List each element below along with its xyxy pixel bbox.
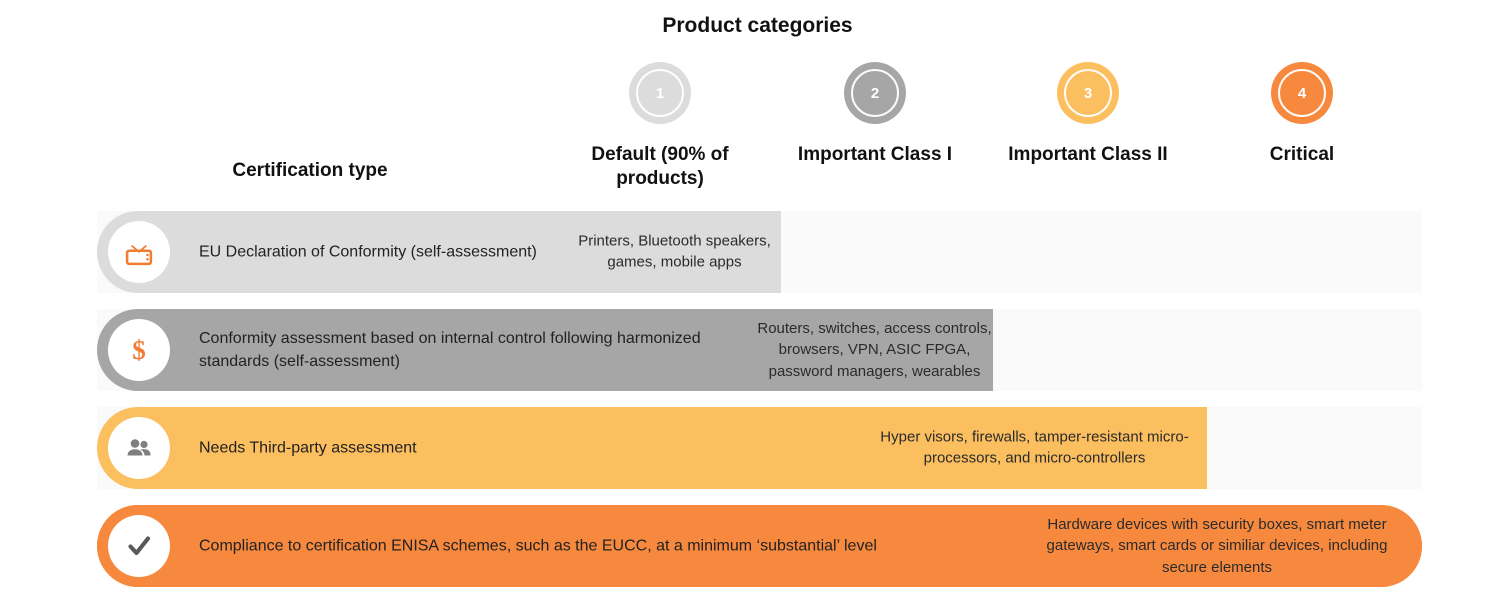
- certification-text-1: EU Declaration of Conformity (self-asses…: [199, 243, 537, 261]
- category-label-4: Critical: [1269, 144, 1335, 165]
- television-icon: [108, 221, 170, 283]
- certification-text-4: Compliance to certification ENISA scheme…: [199, 537, 877, 555]
- category-header-1: 1 Default (90% of products): [560, 62, 760, 192]
- category-header-3: 3 Important Class II: [988, 62, 1188, 167]
- page-title: Product categories: [662, 14, 853, 37]
- table-row: EU Declaration of Conformity (self-asses…: [97, 211, 1422, 293]
- row-bar-4: [97, 505, 1422, 587]
- row-bar-2: [97, 309, 993, 391]
- category-badge-4: 4: [1271, 62, 1333, 124]
- products-text-1: Printers, Bluetooth speakers, games, mob…: [578, 232, 771, 271]
- category-badge-number-3: 3: [1083, 84, 1093, 102]
- category-badge-1: 1: [629, 62, 691, 124]
- products-text-3: Hyper visors, firewalls, tamper-resistan…: [880, 428, 1189, 467]
- checkmark-icon: [108, 515, 170, 577]
- category-label-3: Important Class II: [1008, 144, 1168, 165]
- row-axis-label: Certification type: [232, 160, 388, 181]
- category-label-2: Important Class I: [797, 144, 953, 165]
- certification-text-3: Needs Third-party assessment: [199, 439, 417, 457]
- category-badge-number-2: 2: [870, 84, 880, 102]
- category-badge-3: 3: [1057, 62, 1119, 124]
- row-bar-1: [97, 211, 781, 293]
- category-badge-2: 2: [844, 62, 906, 124]
- category-header-2: 2 Important Class I: [775, 62, 975, 167]
- category-badge-number-4: 4: [1297, 84, 1307, 102]
- category-label-1: Default (90% of products): [591, 144, 729, 190]
- category-badge-number-1: 1: [655, 84, 665, 102]
- svg-text:$: $: [132, 335, 146, 365]
- category-header-4: 4 Critical: [1202, 62, 1402, 167]
- products-text-4: Hardware devices with security boxes, sm…: [1046, 516, 1388, 576]
- table-row: $ Conformity assessment based on interna…: [97, 309, 1422, 391]
- certification-text-2: Conformity assessment based on internal …: [199, 329, 701, 370]
- dollar-sign-icon: $: [108, 319, 170, 381]
- products-text-2: Routers, switches, access controls, brow…: [757, 320, 992, 380]
- row-bar-3: [97, 407, 1207, 489]
- table-row: Compliance to certification ENISA scheme…: [97, 505, 1422, 587]
- people-icon: [108, 417, 170, 479]
- table-row: Needs Third-party assessment Hyper visor…: [97, 407, 1422, 489]
